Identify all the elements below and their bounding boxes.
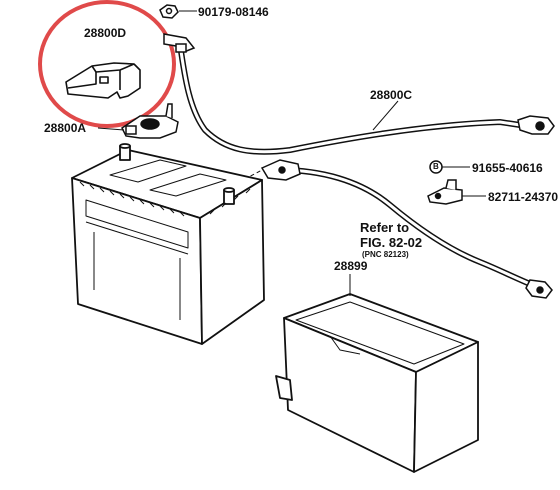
part-label-28899: 28899	[334, 259, 368, 273]
part-label-82711-24370: 82711-24370	[488, 190, 559, 204]
terminal-cover-28800D	[65, 62, 141, 99]
battery-ridges	[79, 181, 251, 217]
bracket-82711	[427, 179, 463, 205]
bolt-marker-letter: B	[433, 162, 439, 171]
part-label-28800C: 28800C	[370, 88, 413, 102]
reference-line3: (PNC 82123)	[362, 250, 409, 259]
part-label-90179-08146: 90179-08146	[198, 5, 269, 19]
negative-terminal-clamp	[260, 159, 301, 181]
leader-28800A	[97, 127, 125, 131]
nut-90179	[159, 4, 179, 19]
reference-line2: FIG. 82-02	[360, 235, 423, 250]
terminal-clamp-28800A	[121, 103, 179, 139]
cable-28800C	[177, 43, 521, 155]
clamp-28800C-top	[163, 33, 196, 53]
part-label-28800A: 28800A	[44, 121, 87, 135]
leader-28800C	[372, 100, 399, 131]
part-label-28800D: 28800D	[84, 26, 127, 40]
terminal-28800C-end	[517, 115, 555, 135]
battery-tray-28899	[275, 293, 479, 473]
negative-ring-terminal	[525, 279, 553, 299]
battery	[71, 143, 265, 345]
negative-cable	[279, 167, 537, 289]
part-label-91655-40616: 91655-40616	[472, 161, 543, 175]
highlight-circle	[38, 0, 176, 128]
reference-line1: Refer to	[360, 220, 410, 235]
